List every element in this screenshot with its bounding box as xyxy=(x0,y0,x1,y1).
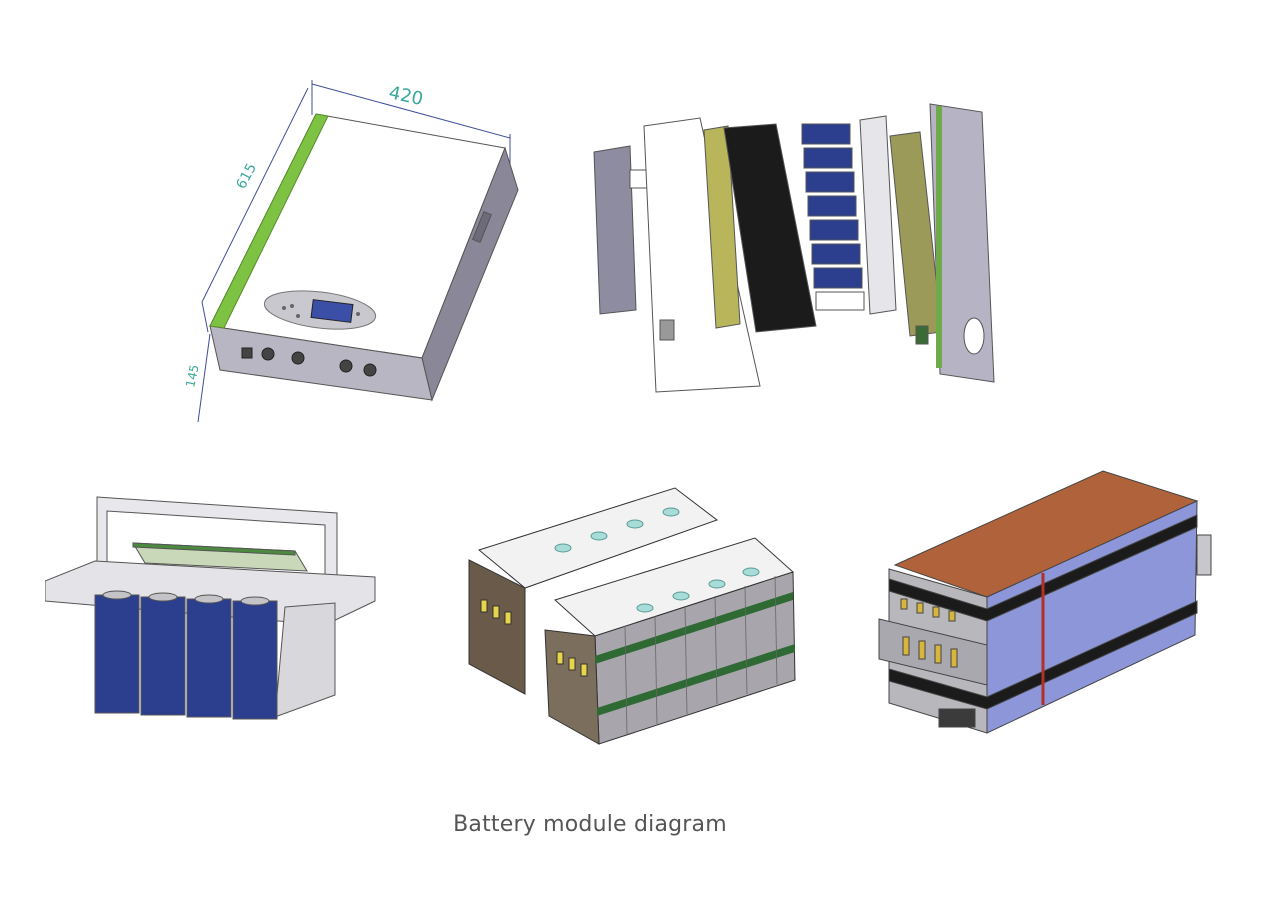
exploded-view-figure xyxy=(593,103,995,393)
pack-housing xyxy=(274,602,336,718)
strap-lower xyxy=(888,600,1198,710)
battery-enclosure-figure: 420 615 145 xyxy=(183,80,519,423)
bus-bar-strip xyxy=(859,115,897,315)
rear-module-side xyxy=(468,559,526,695)
cell-stack xyxy=(801,123,865,311)
enclosure-body xyxy=(209,113,519,402)
dimension-lines xyxy=(197,80,511,423)
prismatic-cell-pack-figure xyxy=(45,496,376,720)
dimension-height-label: 615 xyxy=(233,161,260,192)
mounting-bracket xyxy=(593,145,637,315)
prismatic-cells xyxy=(94,594,278,720)
figure-caption: Battery module diagram xyxy=(453,812,727,837)
side-vents xyxy=(480,599,588,677)
foam-block xyxy=(723,123,817,333)
insulation-panel-left xyxy=(703,125,741,329)
bottom-connectors xyxy=(241,347,377,377)
cell-terminals xyxy=(554,507,760,613)
display-panel xyxy=(263,290,377,330)
strap-upper xyxy=(888,514,1198,622)
cell-module-assembly-figure xyxy=(468,487,796,745)
end-vents xyxy=(900,598,958,668)
strapped-module-figure xyxy=(878,470,1212,734)
dimension-depth-label: 145 xyxy=(183,363,201,388)
